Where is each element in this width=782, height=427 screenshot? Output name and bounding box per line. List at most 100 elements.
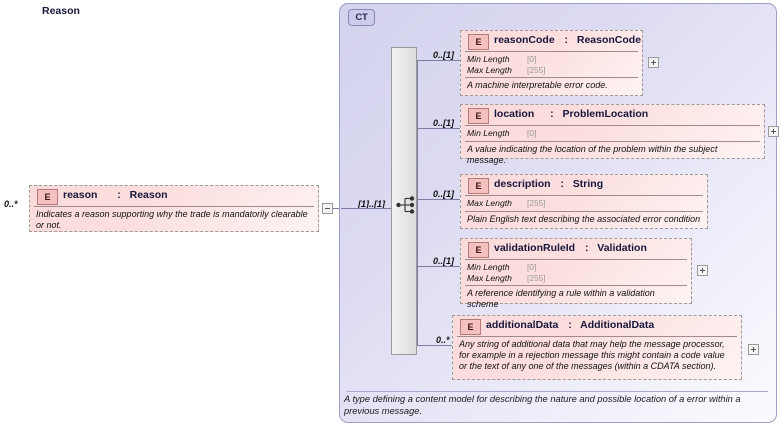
facet-row: Max Length [255] — [467, 198, 701, 209]
element-separator: : — [564, 34, 569, 46]
divider — [465, 125, 760, 126]
divider — [465, 210, 703, 212]
divider — [347, 391, 768, 392]
element-annotation-description: Plain English text describing the associ… — [467, 213, 701, 224]
connector-reason-to-complextype — [333, 208, 341, 209]
element-box-reason[interactable]: E reason : Reason Indicates a reason sup… — [29, 185, 319, 232]
expand-toggle-additionalData[interactable] — [748, 344, 759, 355]
element-typename: Reason — [129, 189, 168, 201]
cardinality-compositor: [1]..[1] — [358, 199, 385, 209]
collapse-toggle-reason[interactable] — [322, 203, 333, 214]
element-header-reasonCode: E reasonCode : ReasonCode — [461, 31, 642, 51]
connector-into-compositor — [341, 208, 391, 209]
cardinality-description: 0..[1] — [433, 189, 455, 199]
element-box-validationRuleId[interactable]: E validationRuleId : Validation Min Leng… — [460, 238, 692, 309]
element-header-additionalData: E additionalData : AdditionalData — [453, 316, 741, 336]
element-typename: Validation — [597, 242, 647, 254]
element-name-location: location : ProblemLocation — [494, 108, 648, 120]
element-box-location[interactable]: E location : ProblemLocation Min Length [… — [460, 104, 765, 165]
element-typename: ProblemLocation — [562, 108, 649, 120]
element-badge-icon: E — [468, 178, 489, 194]
compositor-bar — [391, 47, 417, 355]
facet-label: Max Length — [467, 198, 512, 208]
element-box-description[interactable]: E description : String Max Length [255] P… — [460, 174, 708, 229]
connector-trunk — [417, 60, 418, 345]
connector-branch-location — [417, 128, 460, 129]
element-localname: location — [494, 108, 535, 120]
facet-value: [255] — [527, 198, 546, 208]
facet-row: Max Length [255] — [467, 65, 636, 76]
facet-label: Min Length — [467, 128, 510, 138]
facet-label: Min Length — [467, 262, 510, 272]
sequence-compositor-icon[interactable] — [396, 195, 418, 215]
expand-toggle-location[interactable] — [768, 126, 779, 137]
element-separator: : — [584, 242, 589, 254]
element-annotation-reasonCode: A machine interpretable error code. — [467, 80, 608, 90]
element-facets-validationRuleId: Min Length [0] Max Length[255] — [461, 260, 691, 285]
element-box-reasonCode[interactable]: E reasonCode : ReasonCode Min Length[0] … — [460, 30, 643, 96]
facet-value: [0] — [527, 128, 537, 138]
element-badge-icon: E — [468, 242, 489, 258]
element-name-description: description : String — [494, 178, 603, 190]
element-typename: ReasonCode — [576, 34, 642, 46]
element-facets-location: Min Length [0] — [461, 126, 764, 141]
cardinality-additionalData: 0..* — [436, 335, 450, 345]
cardinality-reason: 0..* — [4, 199, 18, 209]
element-separator: : — [117, 189, 121, 201]
element-typename: String — [572, 178, 604, 190]
divider — [465, 195, 703, 196]
element-badge-icon: E — [460, 319, 481, 335]
facet-value: [0] — [527, 54, 537, 64]
element-localname: reason — [63, 189, 98, 201]
element-header-reason: E reason : Reason — [30, 186, 318, 206]
element-badge-icon: E — [37, 189, 58, 205]
element-localname: reasonCode — [494, 34, 555, 46]
facet-value: [0] — [527, 262, 537, 272]
cardinality-reasonCode: 0..[1] — [433, 50, 455, 60]
facet-label: Max Length — [467, 64, 512, 75]
connector-branch-description — [417, 199, 460, 200]
expand-toggle-reasonCode[interactable] — [648, 57, 659, 68]
facet-row: Max Length[255] — [467, 273, 685, 284]
element-annotation-additionalData: Any string of additional data that may h… — [459, 339, 725, 371]
facet-row: Min Length [0] — [467, 128, 758, 139]
connector-branch-additionalData — [417, 345, 460, 346]
element-header-description: E description : String — [461, 175, 707, 195]
element-annotation-reason: Indicates a reason supporting why the tr… — [36, 209, 308, 230]
connector-branch-validationRuleId — [417, 266, 460, 267]
element-badge-icon: E — [468, 34, 489, 50]
element-localname: additionalData — [486, 319, 559, 331]
element-separator: : — [568, 319, 572, 331]
element-separator: : — [560, 178, 564, 190]
element-annotation-location: A value indicating the location of the p… — [467, 143, 718, 165]
element-separator: : — [550, 108, 554, 120]
divider — [465, 259, 687, 260]
complextype-annotation: A type defining a content model for desc… — [344, 394, 741, 416]
facet-value: [255] — [527, 64, 546, 75]
element-header-validationRuleId: E validationRuleId : Validation — [461, 239, 691, 259]
divider — [34, 206, 314, 207]
element-localname: validationRuleId — [494, 242, 576, 254]
facet-row: Min Length [0] — [467, 54, 636, 65]
element-name-reason: reason : Reason — [63, 189, 168, 201]
element-localname: description — [494, 178, 551, 190]
facet-value: [255] — [527, 272, 546, 283]
connector-branch-reasonCode — [417, 60, 460, 61]
cardinality-validationRuleId: 0..[1] — [433, 256, 455, 266]
element-typename: AdditionalData — [580, 319, 655, 331]
element-badge-icon: E — [468, 108, 489, 124]
divider — [465, 51, 638, 52]
element-box-additionalData[interactable]: E additionalData : AdditionalData Any st… — [452, 315, 742, 380]
element-facets-description: Max Length [255] — [461, 196, 707, 211]
connector-stub — [322, 208, 323, 209]
divider — [457, 336, 737, 337]
divider — [465, 285, 687, 286]
expand-toggle-validationRuleId[interactable] — [697, 265, 708, 276]
cardinality-location: 0..[1] — [433, 118, 455, 128]
facet-label: Min Length — [467, 54, 510, 64]
divider — [465, 140, 760, 142]
element-name-validationRuleId: validationRuleId : Validation — [494, 242, 647, 254]
divider — [465, 77, 638, 78]
element-header-location: E location : ProblemLocation — [461, 105, 764, 125]
